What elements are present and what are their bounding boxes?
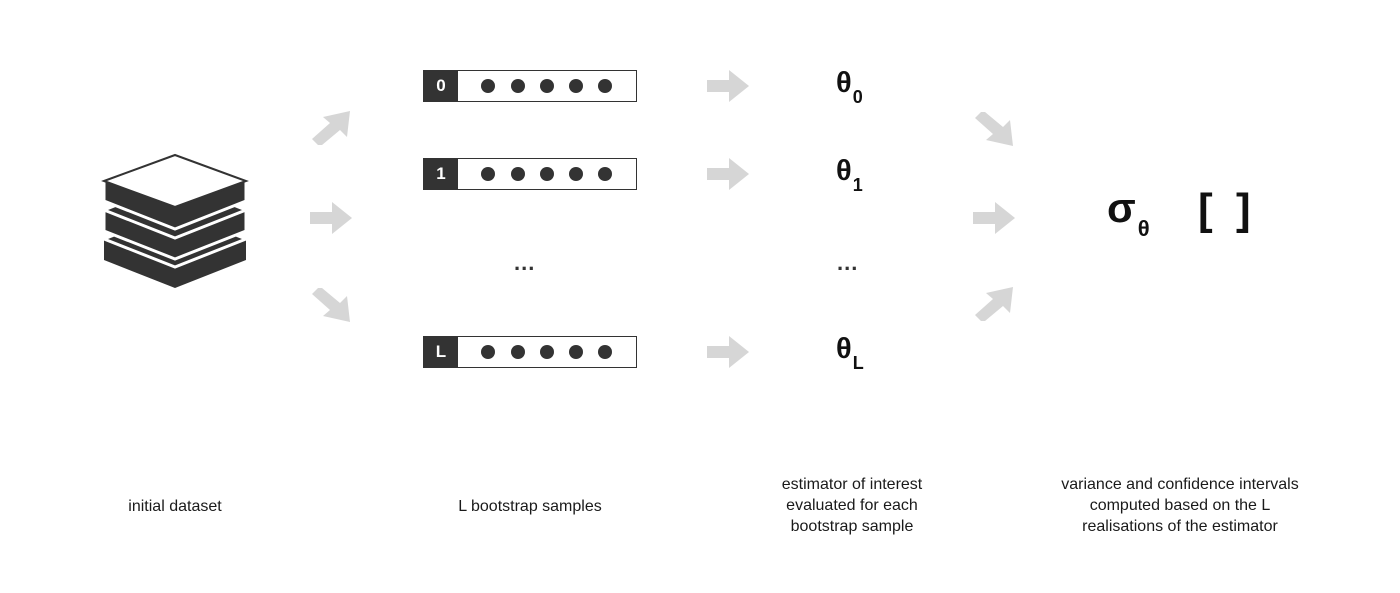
sample-dot — [481, 345, 495, 359]
arrow-down-right-icon — [975, 112, 1013, 146]
sample-dot — [569, 345, 583, 359]
caption-line: estimator of interest — [781, 476, 923, 493]
sample-dot — [511, 345, 525, 359]
sample-index: L — [424, 337, 458, 367]
caption-initial-dataset: initial dataset — [128, 498, 222, 515]
sample-index: 0 — [424, 71, 458, 101]
sample-dot — [598, 345, 612, 359]
arrow-right-icon — [310, 202, 352, 234]
arrow-right-icon — [707, 70, 749, 102]
sample-dot — [598, 79, 612, 93]
estimators-ellipsis: ... — [837, 250, 859, 275]
theta-subscript: 1 — [852, 175, 863, 195]
caption-line: evaluated for each — [786, 497, 918, 514]
bootstrap-sample-0: 0 — [423, 70, 637, 102]
sigma-symbol: σ — [1107, 184, 1136, 231]
bootstrap-sample-l: L — [423, 336, 637, 368]
sigma-subscript: θ — [1137, 216, 1150, 241]
stacked-layers-icon — [100, 152, 250, 288]
sample-dot — [481, 79, 495, 93]
caption-line: computed based on the L — [1089, 497, 1271, 514]
caption-estimator: estimator of interest evaluated for each… — [742, 474, 962, 537]
arrow-down-right-icon — [312, 288, 350, 322]
caption-variance: variance and confidence intervals comput… — [1035, 474, 1325, 537]
arrow-right-icon — [707, 336, 749, 368]
bootstrap-sample-1: 1 — [423, 158, 637, 190]
sample-dot — [540, 167, 554, 181]
arrow-right-icon — [973, 202, 1015, 234]
sigma-theta: σθ — [1107, 184, 1150, 242]
sample-index: 1 — [424, 159, 458, 189]
estimator-theta-1: θ1 — [836, 155, 863, 195]
arrow-right-icon — [707, 158, 749, 190]
estimator-theta-l: θL — [836, 333, 864, 373]
sample-dot — [569, 167, 583, 181]
theta-subscript: 0 — [852, 87, 863, 107]
sample-dot — [511, 167, 525, 181]
sample-dot — [511, 79, 525, 93]
theta-subscript: L — [852, 353, 864, 373]
caption-line: realisations of the estimator — [1082, 518, 1278, 535]
sample-dot — [481, 167, 495, 181]
caption-line: bootstrap sample — [790, 518, 914, 535]
arrow-up-right-icon — [975, 287, 1013, 321]
arrow-up-right-icon — [312, 111, 350, 145]
confidence-bracket-close: ] — [1236, 185, 1251, 234]
samples-ellipsis: ... — [514, 250, 536, 275]
sample-dot — [569, 79, 583, 93]
theta-symbol: θ — [836, 67, 852, 99]
confidence-bracket-open: [ — [1198, 185, 1213, 234]
sample-dot — [540, 79, 554, 93]
sample-dot — [540, 345, 554, 359]
theta-symbol: θ — [836, 155, 852, 187]
estimator-theta-0: θ0 — [836, 67, 863, 107]
caption-line: variance and confidence intervals — [1061, 476, 1299, 493]
caption-bootstrap-samples: L bootstrap samples — [458, 498, 602, 515]
sample-dot — [598, 167, 612, 181]
theta-symbol: θ — [836, 333, 852, 365]
